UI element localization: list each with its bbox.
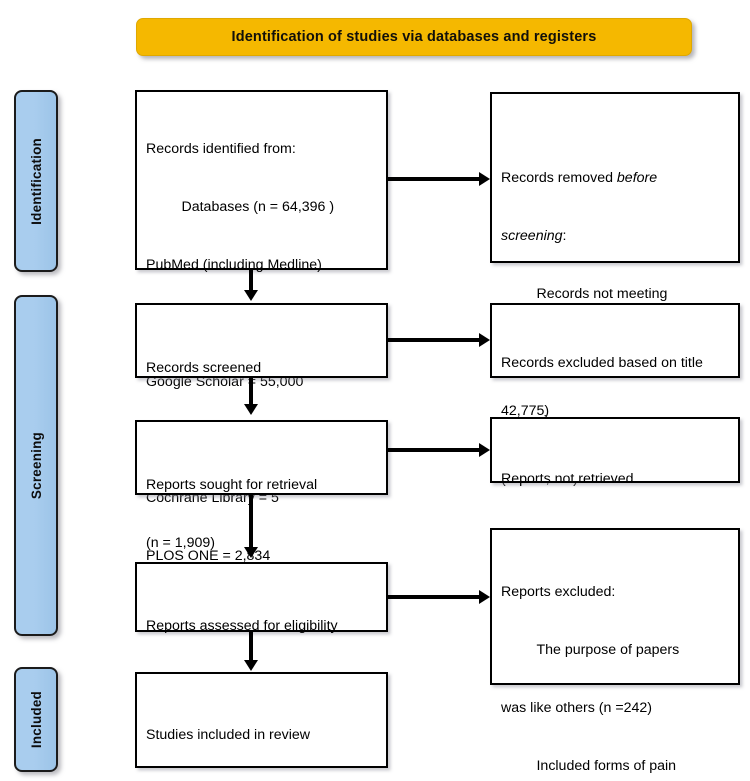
box-reports-sought: Reports sought for retrieval (n = 1,909) bbox=[135, 420, 388, 551]
box-records-screened: Records screened (n = 21,621) bbox=[135, 303, 388, 434]
connector-sought-to-not-retrieved bbox=[388, 448, 482, 452]
connector-sought-to-assessed bbox=[249, 495, 253, 549]
box-records-removed: Records removed before screening: Record… bbox=[490, 92, 740, 419]
phase-label-included: Included bbox=[28, 690, 44, 749]
records-identified-line-8: PLOS ONE = 2,834 bbox=[146, 548, 271, 565]
arrowhead-assessed-to-included bbox=[244, 660, 258, 671]
records-identified-line-1: Records identified from: bbox=[146, 140, 296, 157]
records-removed-colon: : bbox=[562, 228, 567, 245]
box-reports-not-retrieved: Reports not retrieved (n =1,568) bbox=[490, 417, 740, 545]
box-records-identified: Records identified from: Databases (n = … bbox=[135, 90, 388, 623]
records-screened-line-1: Records screened bbox=[146, 359, 262, 376]
reports-sought-line-1: Reports sought for retrieval bbox=[146, 476, 318, 493]
phase-label-identification: Identification bbox=[28, 137, 44, 225]
phase-label-screening: Screening bbox=[28, 431, 44, 500]
diagram-header-banner: Identification of studies via databases … bbox=[136, 18, 692, 56]
arrowhead-screened-to-excluded bbox=[479, 332, 490, 347]
connector-assessed-to-included bbox=[249, 632, 253, 662]
diagram-title: Identification of studies via databases … bbox=[231, 29, 597, 45]
arrowhead-assessed-to-excluded bbox=[479, 589, 490, 604]
arrowhead-sought-to-assessed bbox=[244, 547, 258, 558]
arrowhead-sought-to-not-retrieved bbox=[479, 442, 490, 457]
records-removed-lead: Records removed bbox=[501, 169, 617, 186]
records-removed-line-2: screening: bbox=[501, 227, 732, 246]
records-removed-line-1: Records removed before bbox=[501, 169, 732, 188]
phase-bar-included: Included bbox=[14, 667, 58, 772]
box-studies-included: Studies included in review (n = 13) Repo… bbox=[135, 672, 388, 768]
box-reports-sought-text: Reports sought for retrieval (n = 1,909) bbox=[146, 437, 380, 592]
records-removed-line-5: 42,775) bbox=[501, 402, 550, 419]
records-identified-line-3: PubMed (including Medline) bbox=[146, 257, 322, 274]
box-reports-assessed: Reports assessed for eligibility (n =341… bbox=[135, 562, 388, 692]
connector-screened-to-excluded bbox=[388, 338, 482, 342]
studies-included-line-1: Studies included in review bbox=[146, 726, 311, 743]
reports-excluded-line-4: Included forms of pain bbox=[501, 758, 677, 775]
records-removed-italic-before: before bbox=[616, 169, 658, 186]
box-reports-excluded: Reports excluded: The purpose of papers … bbox=[490, 528, 740, 774]
reports-excluded-line-2: The purpose of papers bbox=[501, 642, 680, 659]
connector-assessed-to-excluded bbox=[388, 595, 482, 599]
phase-bar-screening: Screening bbox=[14, 295, 58, 636]
reports-excluded-line-1: Reports excluded: bbox=[501, 583, 616, 600]
connector-identified-to-removed bbox=[388, 177, 482, 181]
reports-not-retrieved-line-1: Reports not retrieved bbox=[501, 470, 634, 487]
reports-sought-line-2: (n = 1,909) bbox=[146, 535, 216, 552]
records-removed-line-3: Records not meeting bbox=[501, 286, 668, 303]
box-studies-included-text: Studies included in review (n = 13) Repo… bbox=[146, 687, 380, 781]
phase-bar-identification: Identification bbox=[14, 90, 58, 272]
arrowhead-identified-to-screened bbox=[244, 290, 258, 301]
records-excluded-line-1: Records excluded based on title bbox=[501, 354, 703, 371]
connector-screened-to-sought bbox=[249, 378, 253, 406]
box-records-excluded: Records excluded based on title screenin… bbox=[490, 303, 740, 487]
connector-identified-to-screened bbox=[249, 270, 253, 292]
reports-assessed-line-1: Reports assessed for eligibility bbox=[146, 617, 338, 634]
records-removed-italic-screening: screening bbox=[501, 228, 563, 245]
arrowhead-screened-to-sought bbox=[244, 404, 258, 415]
box-reports-excluded-text: Reports excluded: The purpose of papers … bbox=[501, 544, 732, 781]
reports-excluded-line-3: was like others (n =242) bbox=[501, 700, 653, 717]
records-identified-line-2: Databases (n = 64,396 ) bbox=[146, 199, 335, 216]
arrowhead-identified-to-removed bbox=[479, 171, 490, 186]
